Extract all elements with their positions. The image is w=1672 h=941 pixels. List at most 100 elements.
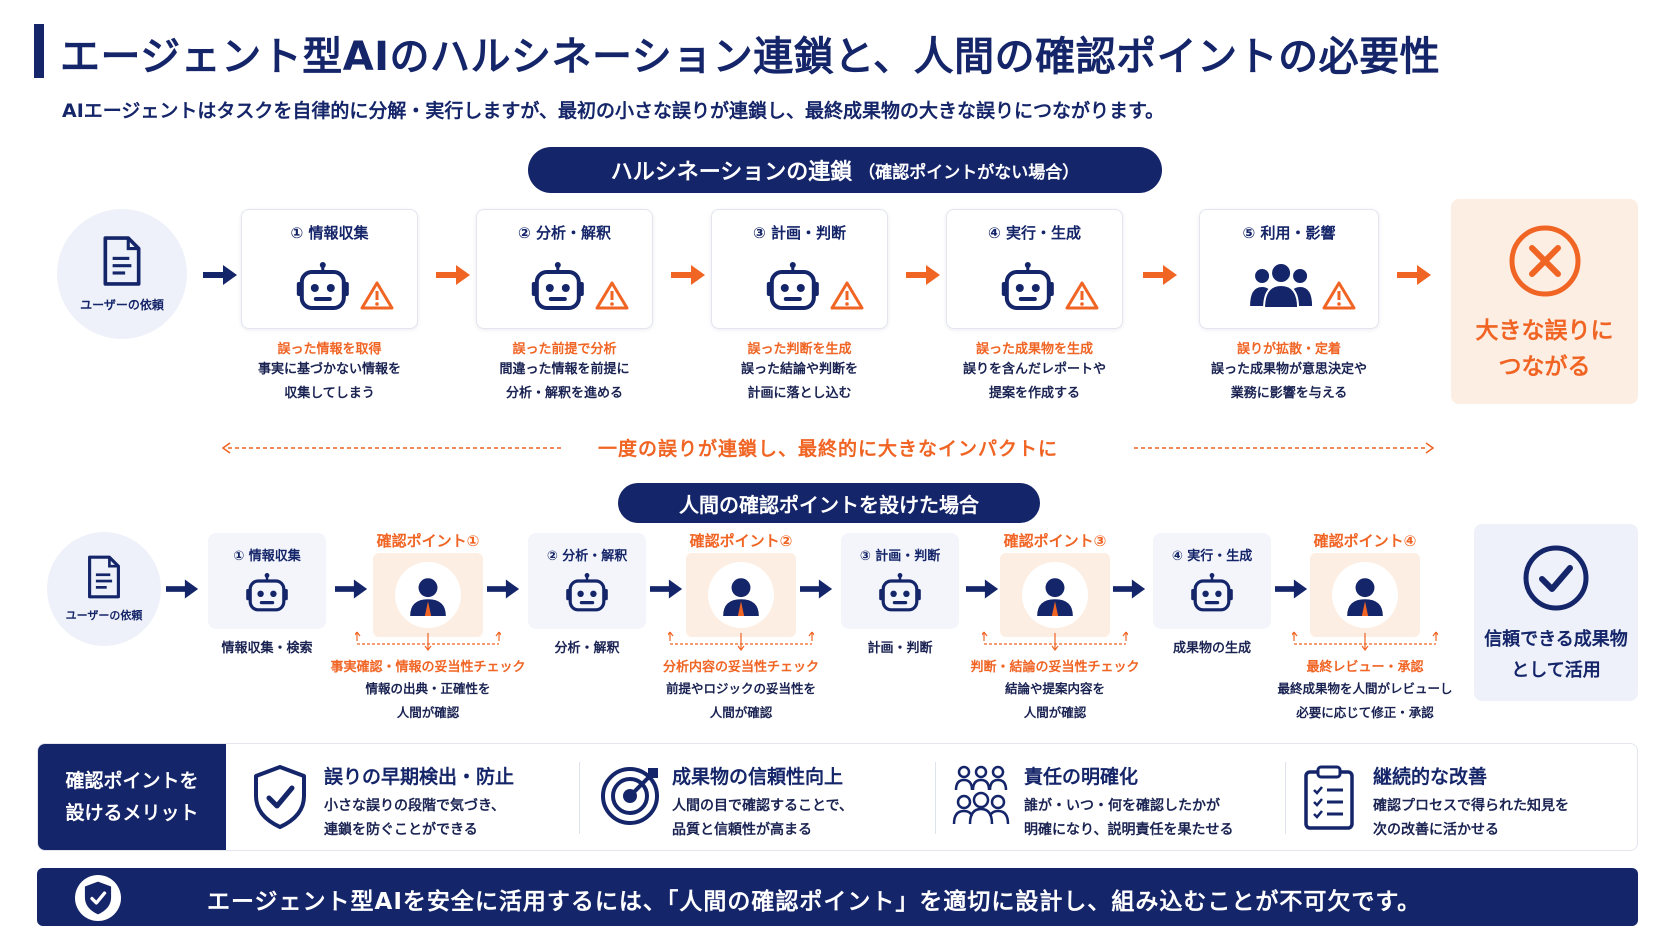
checkpoint-detail-1: 結論や提案内容を (1004, 681, 1105, 696)
arrow-right-icon (1397, 263, 1433, 287)
checkpoint-title: 確認ポイント② (689, 532, 793, 550)
checkpoint-title: 確認ポイント④ (1313, 532, 1417, 550)
stage-3-card: ③ 計画・判断 (841, 533, 959, 629)
stage-title: ① 情報収集 (233, 549, 301, 564)
document-icon (86, 555, 122, 599)
chain-pill-main: ハルシネーションの連鎖 (610, 160, 853, 185)
chain-step-detail-1: 誤りを含んだレポートや (962, 362, 1106, 377)
chain-step-3: ③ 計画・判断 (711, 209, 888, 329)
reviewer-avatar (1022, 562, 1088, 628)
chain-step-detail-1: 誤った結論や判断を (740, 362, 858, 377)
chain-step-detail-1: 事実に基づかない情報を (257, 362, 401, 377)
footer-text: エージェント型AIを安全に活用するには、「人間の確認ポイント」を適切に設計し、組… (207, 889, 1422, 915)
chain-section-pill: ハルシネーションの連鎖（確認ポイントがない場合） (528, 147, 1162, 193)
checkpoint-detail-1: 情報の出典・正確性を (365, 681, 491, 696)
big-error-result: 大きな誤りに つながる (1451, 199, 1638, 404)
impact-text: 一度の誤りが連鎖し、最終的に大きなインパクトに (597, 438, 1058, 460)
checkpoint-3-desc: 判断・結論の妥当性チェック 結論や提案内容を 人間が確認 (947, 656, 1163, 723)
chain-step-detail-2: 提案を作成する (988, 386, 1080, 401)
arrow-right-icon (966, 577, 1000, 601)
checkpoint-check: 最終レビュー・承認 (1306, 660, 1424, 675)
error-x-icon (1509, 225, 1581, 297)
merit-1: 誤りの早期検出・防止 小さな誤りの段階で気づき、 連鎖を防ぐことができる (252, 744, 572, 850)
robot-icon (292, 262, 352, 312)
warning-icon (595, 280, 629, 310)
stage-title: ④ 実行・生成 (1171, 549, 1253, 564)
chain-step-1-desc: 誤った情報を取得 事実に基づかない情報を 収集してしまう (231, 338, 428, 405)
reviewer-avatar (1332, 562, 1398, 628)
chain-step-title: ④ 実行・生成 (988, 224, 1081, 242)
checkpoint-check: 分析内容の妥当性チェック (662, 660, 819, 675)
merit-desc: 小さな誤りの段階で気づき、 連鎖を防ぐことができる (324, 794, 505, 842)
merits-heading-line-2: 設けるメリット (65, 802, 199, 824)
chain-step-title: ② 分析・解釈 (518, 224, 611, 242)
checkpoint-title: 確認ポイント① (376, 532, 480, 550)
footer-icon-wrap (75, 875, 121, 921)
arrow-right-icon (1113, 577, 1147, 601)
person-icon (407, 574, 449, 616)
arrow-right-icon (335, 577, 369, 601)
merit-divider (579, 762, 580, 834)
merit-2: 成果物の信頼性向上 人間の目で確認することで、 品質と信頼性が高まる (600, 744, 920, 850)
chain-step-detail-1: 誤った成果物が意思決定や (1210, 362, 1367, 377)
people-icon (1250, 264, 1313, 309)
stage-title: ③ 計画・判断 (859, 549, 941, 564)
chain-step-error: 誤った情報を取得 (277, 342, 382, 357)
arrow-right-icon (906, 263, 942, 287)
chain-step-error: 誤った判断を生成 (747, 342, 852, 357)
check-circle-icon (1523, 545, 1589, 611)
merits-panel: 確認ポイントを 設けるメリット 誤りの早期検出・防止 小さな誤りの段階で気づき、… (37, 743, 1638, 851)
big-error-line-1: 大きな誤りに (1475, 318, 1614, 344)
merit-desc-line-1: 小さな誤りの段階で気づき、 (324, 798, 506, 814)
merits-heading: 確認ポイントを 設けるメリット (38, 744, 226, 850)
checkpoint-2-box (686, 553, 796, 637)
merit-4: 継続的な改善 確認プロセスで得られた知見を 次の改善に活かせる (1301, 744, 1621, 850)
chain-step-title: ③ 計画・判断 (753, 224, 846, 242)
title-accent-bar (34, 24, 44, 78)
warning-icon (360, 280, 394, 310)
stage-1-card: ① 情報収集 (208, 533, 326, 629)
arrow-right-icon (166, 577, 200, 601)
user-request-circle: ユーザーの依頼 (57, 209, 187, 339)
merit-desc-line-1: 確認プロセスで得られた知見を (1373, 798, 1569, 814)
checkpoint-title: 確認ポイント③ (1003, 532, 1107, 550)
chain-step-error: 誤った前提で分析 (512, 342, 617, 357)
checkpoint-1-desc: 事実確認・情報の妥当性チェック 情報の出典・正確性を 人間が確認 (320, 656, 536, 723)
person-icon (1344, 574, 1386, 616)
shield-check-icon (254, 765, 306, 829)
checkpoint-pill-text: 人間の確認ポイントを設けた場合 (679, 492, 979, 517)
big-error-text: 大きな誤りに つながる (1451, 313, 1638, 385)
chain-step-detail-1: 間違った情報を前提に (499, 362, 630, 377)
warning-icon (830, 280, 864, 310)
robot-icon (563, 573, 611, 613)
arrow-right-icon (487, 577, 521, 601)
checkpoint-detail-2: 人間が確認 (709, 705, 773, 720)
checkpoint-detail-1: 前提やロジックの妥当性を (665, 681, 816, 696)
merit-desc-line-2: 明確になり、説明責任を果たせる (1024, 822, 1234, 838)
checkpoint-detail-1: 最終成果物を人間がレビューし (1277, 681, 1453, 696)
robot-icon (1188, 573, 1236, 613)
merit-desc: 誰が・いつ・何を確認したかが 明確になり、説明責任を果たせる (1024, 794, 1233, 842)
dashed-arrow-right-icon (1134, 442, 1434, 454)
merit-desc-line-1: 誰が・いつ・何を確認したかが (1024, 798, 1220, 814)
warning-icon (1065, 280, 1099, 310)
chain-step-title: ① 情報収集 (290, 224, 369, 242)
checkpoint-detail-2: 人間が確認 (396, 705, 460, 720)
checkpoint-2-desc: 分析内容の妥当性チェック 前提やロジックの妥当性を 人間が確認 (633, 656, 849, 723)
user-request-circle-bottom: ユーザーの依頼 (47, 532, 161, 646)
arrow-right-icon (800, 577, 834, 601)
chain-step-detail-2: 分析・解釈を進める (505, 386, 623, 401)
merit-divider (1285, 762, 1286, 834)
footer-banner: エージェント型AIを安全に活用するには、「人間の確認ポイント」を適切に設計し、組… (37, 868, 1638, 926)
chain-step-title: ⑤ 利用・影響 (1242, 224, 1336, 242)
user-request-label: ユーザーの依頼 (65, 609, 143, 622)
warning-icon (1322, 280, 1356, 310)
robot-icon (997, 262, 1057, 312)
checkpoint-check: 判断・結論の妥当性チェック (970, 660, 1140, 675)
arrow-right-icon (1143, 263, 1179, 287)
merits-heading-line-1: 確認ポイントを (65, 770, 199, 792)
merit-desc-line-2: 次の改善に活かせる (1373, 822, 1499, 838)
merit-3: 責任の明確化 誰が・いつ・何を確認したかが 明確になり、説明責任を果たせる (952, 744, 1282, 850)
clipboard-checklist-icon (1304, 765, 1354, 830)
reviewer-avatar (395, 562, 461, 628)
